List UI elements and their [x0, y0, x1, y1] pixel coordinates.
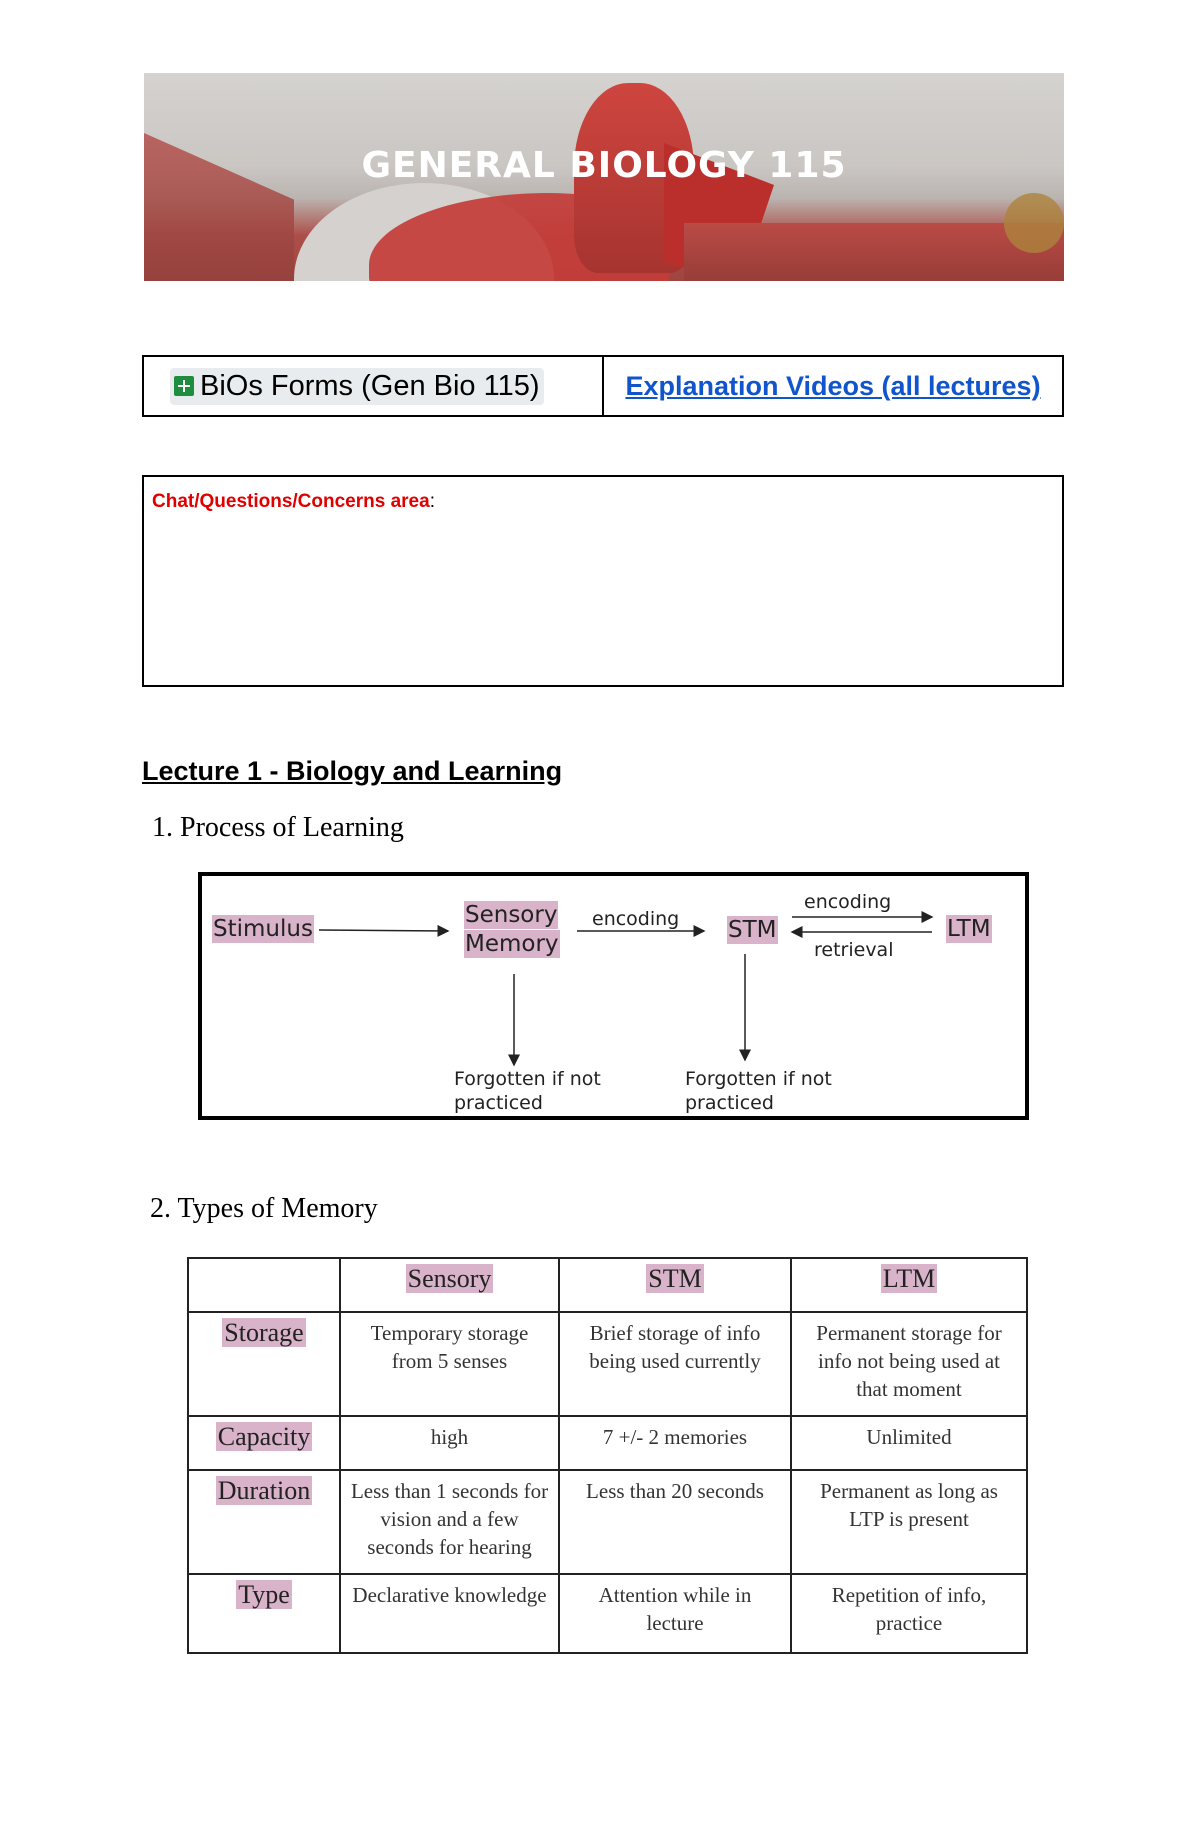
learning-process-diagram: Stimulus Sensory Memory STM LTM encoding… [198, 872, 1029, 1120]
header-sensory: Sensory [339, 1257, 560, 1313]
table-cell: Brief storage of info being used current… [558, 1311, 792, 1417]
banner-title: GENERAL BIOLOGY 115 [361, 145, 847, 186]
row-label-text: Type [236, 1580, 292, 1609]
node-stimulus: Stimulus [212, 915, 314, 943]
header-banner: GENERAL BIOLOGY 115 [144, 73, 1064, 281]
table-cell: Permanent storage for info not being use… [790, 1311, 1028, 1417]
links-table: BiOs Forms (Gen Bio 115) Explanation Vid… [142, 355, 1064, 417]
list-item-process-of-learning: 1. Process of Learning [152, 812, 404, 843]
label-encoding-2: encoding [804, 891, 892, 913]
table-cell: 7 +/- 2 memories [558, 1415, 792, 1471]
diagram-arrows [318, 911, 934, 1067]
table-cell: Permanent as long as LTP is present [790, 1469, 1028, 1575]
table-cell: Temporary storage from 5 senses [339, 1311, 560, 1417]
row-label-text: Capacity [215, 1422, 313, 1451]
forms-cell: BiOs Forms (Gen Bio 115) [144, 357, 604, 415]
table-row: Duration Less than 1 seconds for vision … [187, 1469, 1028, 1575]
header-stm: STM [558, 1257, 792, 1313]
bios-forms-link[interactable]: BiOs Forms (Gen Bio 115) [170, 367, 544, 405]
table-header-row: Sensory STM LTM [187, 1257, 1028, 1313]
table-cell: Less than 1 seconds for vision and a few… [339, 1469, 560, 1575]
row-label-duration: Duration [187, 1469, 341, 1575]
table-row: Storage Temporary storage from 5 senses … [187, 1311, 1028, 1417]
label-forgotten-1-line2: practiced [454, 1092, 543, 1114]
table-row: Capacity high 7 +/- 2 memories Unlimited [187, 1415, 1028, 1471]
row-label-capacity: Capacity [187, 1415, 341, 1471]
header-ltm-text: LTM [880, 1264, 938, 1293]
row-label-text: Storage [222, 1318, 306, 1347]
videos-cell: Explanation Videos (all lectures) [604, 357, 1062, 415]
label-encoding-1: encoding [592, 908, 680, 930]
header-sensory-text: Sensory [405, 1264, 494, 1293]
header-stm-text: STM [646, 1264, 704, 1293]
lecture-title: Lecture 1 - Biology and Learning [142, 756, 563, 786]
row-label-storage: Storage [187, 1311, 341, 1417]
table-cell: Less than 20 seconds [558, 1469, 792, 1575]
node-stm: STM [727, 916, 778, 944]
row-label-text: Duration [215, 1476, 313, 1505]
explanation-videos-link[interactable]: Explanation Videos (all lectures) [625, 370, 1041, 401]
label-forgotten-2-line1: Forgotten if not [685, 1068, 832, 1090]
header-ltm: LTM [790, 1257, 1028, 1313]
table-cell: Repetition of info, practice [790, 1573, 1028, 1654]
list-item-types-of-memory: 2. Types of Memory [150, 1193, 378, 1224]
chat-area-label: Chat/Questions/Concerns area: [152, 491, 435, 513]
row-label-type: Type [187, 1573, 341, 1654]
table-row: Type Declarative knowledge Attention whi… [187, 1573, 1028, 1654]
node-ltm: LTM [946, 915, 992, 943]
bios-forms-label: BiOs Forms (Gen Bio 115) [200, 369, 540, 402]
chat-area[interactable]: Chat/Questions/Concerns area: [142, 475, 1064, 687]
google-sheets-icon [174, 376, 194, 396]
node-sensory-line1: Sensory [464, 901, 559, 929]
chat-label-text: Chat/Questions/Concerns area [152, 491, 430, 512]
table-cell: high [339, 1415, 560, 1471]
table-cell: Attention while in lecture [558, 1573, 792, 1654]
label-retrieval: retrieval [814, 939, 894, 961]
label-forgotten-2-line2: practiced [685, 1092, 774, 1114]
memory-types-table: Sensory STM LTM Storage Temporary storag… [187, 1257, 1028, 1654]
arrow-stimulus-to-sensory [318, 924, 450, 937]
header-empty [187, 1257, 341, 1313]
table-cell: Declarative knowledge [339, 1573, 560, 1654]
label-forgotten-1-line1: Forgotten if not [454, 1068, 601, 1090]
table-cell: Unlimited [790, 1415, 1028, 1471]
chat-label-colon: : [429, 491, 435, 512]
node-sensory-line2: Memory [464, 930, 560, 958]
